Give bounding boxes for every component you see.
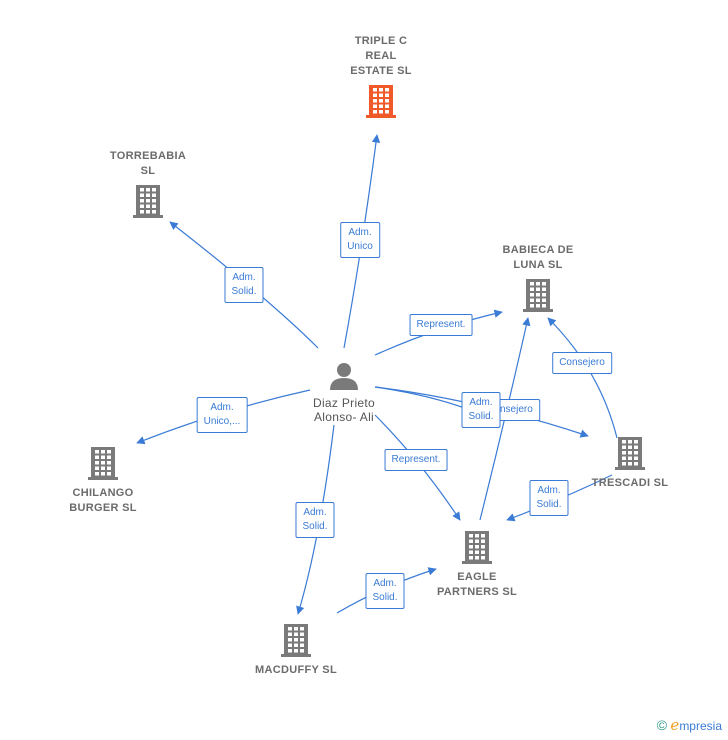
building-icon[interactable] [523, 279, 553, 312]
company-label-babieca[interactable]: BABIECA DE LUNA SL [502, 244, 574, 271]
brand-initial: e [670, 716, 680, 734]
edge-label[interactable]: Adm. Solid. [529, 480, 569, 516]
person-name[interactable]: Diaz Prieto Alonso- Ali [313, 396, 375, 424]
edge-label[interactable]: Consejero [552, 352, 612, 374]
building-icon[interactable] [281, 624, 311, 657]
edge-trescadi-to-babieca [547, 317, 618, 439]
edge-label[interactable]: Adm. Solid. [461, 392, 501, 428]
edge-label[interactable]: Adm. Solid. [224, 267, 264, 303]
building-icon[interactable] [615, 437, 645, 470]
edge-person-to-trescadi [374, 386, 471, 412]
company-label-chilango[interactable]: CHILANGO BURGER SL [69, 487, 137, 514]
company-label-trescadi[interactable]: TRESCADI SL [591, 477, 669, 489]
edge-label[interactable]: Adm. Solid. [365, 573, 405, 609]
building-icon[interactable] [366, 85, 396, 118]
edge-label[interactable]: Adm. Solid. [295, 502, 335, 538]
building-icon[interactable] [462, 531, 492, 564]
person-icon[interactable] [330, 363, 358, 390]
edge-label[interactable]: Represent. [384, 449, 448, 471]
edge-label[interactable]: Represent. [409, 314, 473, 336]
company-label-eagle[interactable]: EAGLE PARTNERS SL [436, 571, 518, 598]
company-label-torrebabia[interactable]: TORREBABIA SL [109, 150, 187, 177]
copyright-symbol: © [656, 717, 668, 733]
building-icon[interactable] [133, 185, 163, 218]
building-icon[interactable] [88, 447, 118, 480]
company-label-triple-c[interactable]: TRIPLE C REAL ESTATE SL [350, 35, 412, 77]
brand-name: mpresia [679, 719, 722, 733]
company-label-macduffy[interactable]: MACDUFFY SL [255, 664, 337, 676]
edge-label[interactable]: Adm. Unico [340, 222, 380, 258]
brand-watermark: © empresia [657, 716, 722, 734]
edge-label[interactable]: Adm. Unico,... [196, 397, 248, 433]
